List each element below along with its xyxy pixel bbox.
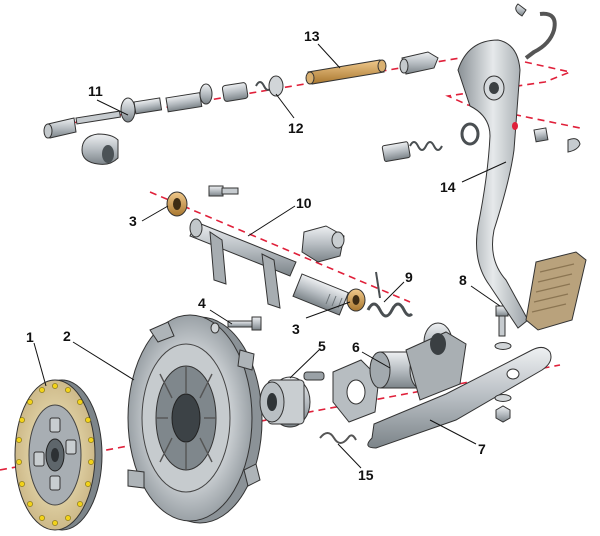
clutch-disc xyxy=(14,379,103,531)
gasket xyxy=(332,359,380,423)
bolt-4 xyxy=(210,316,262,334)
shaft-bushing-11 xyxy=(81,133,119,165)
leader-lines xyxy=(33,43,507,469)
bushing-3-lower xyxy=(346,288,366,312)
callout-3-lower: 3 xyxy=(292,321,300,337)
release-lever xyxy=(367,346,552,449)
lever-bolt-assembly xyxy=(494,305,512,423)
fork-block xyxy=(301,225,345,263)
callout-8: 8 xyxy=(459,272,467,288)
callout-2: 2 xyxy=(63,328,71,344)
pedal-pad xyxy=(525,251,587,331)
callout-12: 12 xyxy=(288,120,304,136)
disc-rivets xyxy=(16,383,94,526)
callout-11: 11 xyxy=(88,83,103,99)
callout-4: 4 xyxy=(198,295,206,311)
callout-14: 14 xyxy=(440,179,456,195)
pedal-linkage-shaft xyxy=(43,75,284,139)
callout-1: 1 xyxy=(26,329,34,345)
callout-5: 5 xyxy=(318,338,326,354)
release-bearing xyxy=(259,371,325,428)
callout-6: 6 xyxy=(352,339,360,355)
release-guide-sleeve xyxy=(369,322,467,401)
damper-springs xyxy=(33,417,77,491)
pedal-pivot-parts xyxy=(533,127,581,153)
callout-13: 13 xyxy=(304,28,320,44)
pedal-shaft-axis xyxy=(59,57,461,126)
fork-pinch-bolt xyxy=(208,185,239,197)
bushing-3-upper xyxy=(166,191,188,217)
pressure-plate-cover xyxy=(127,314,263,524)
callout-7: 7 xyxy=(478,441,486,457)
clutch-fork-shaft xyxy=(189,218,350,316)
cover-mounting-tabs xyxy=(127,321,261,489)
callout-9: 9 xyxy=(405,269,413,285)
callout-10: 10 xyxy=(296,195,312,211)
pedal-pushrod xyxy=(381,122,480,162)
pedal-return-spring-hook xyxy=(515,3,557,60)
return-spring xyxy=(366,271,414,318)
callout-15: 15 xyxy=(358,467,374,483)
clutch-pedal xyxy=(457,39,529,329)
main-clutch-axis xyxy=(0,364,561,471)
callout-3-upper: 3 xyxy=(129,213,137,229)
fork-shaft-axis xyxy=(149,191,411,303)
diaphragm-fingers xyxy=(156,366,216,470)
spring-clip xyxy=(319,432,357,444)
adjusting-rod-13 xyxy=(305,51,439,85)
callout-numbers: 1 2 3 3 4 5 6 7 8 9 10 11 12 13 14 15 xyxy=(26,28,486,483)
